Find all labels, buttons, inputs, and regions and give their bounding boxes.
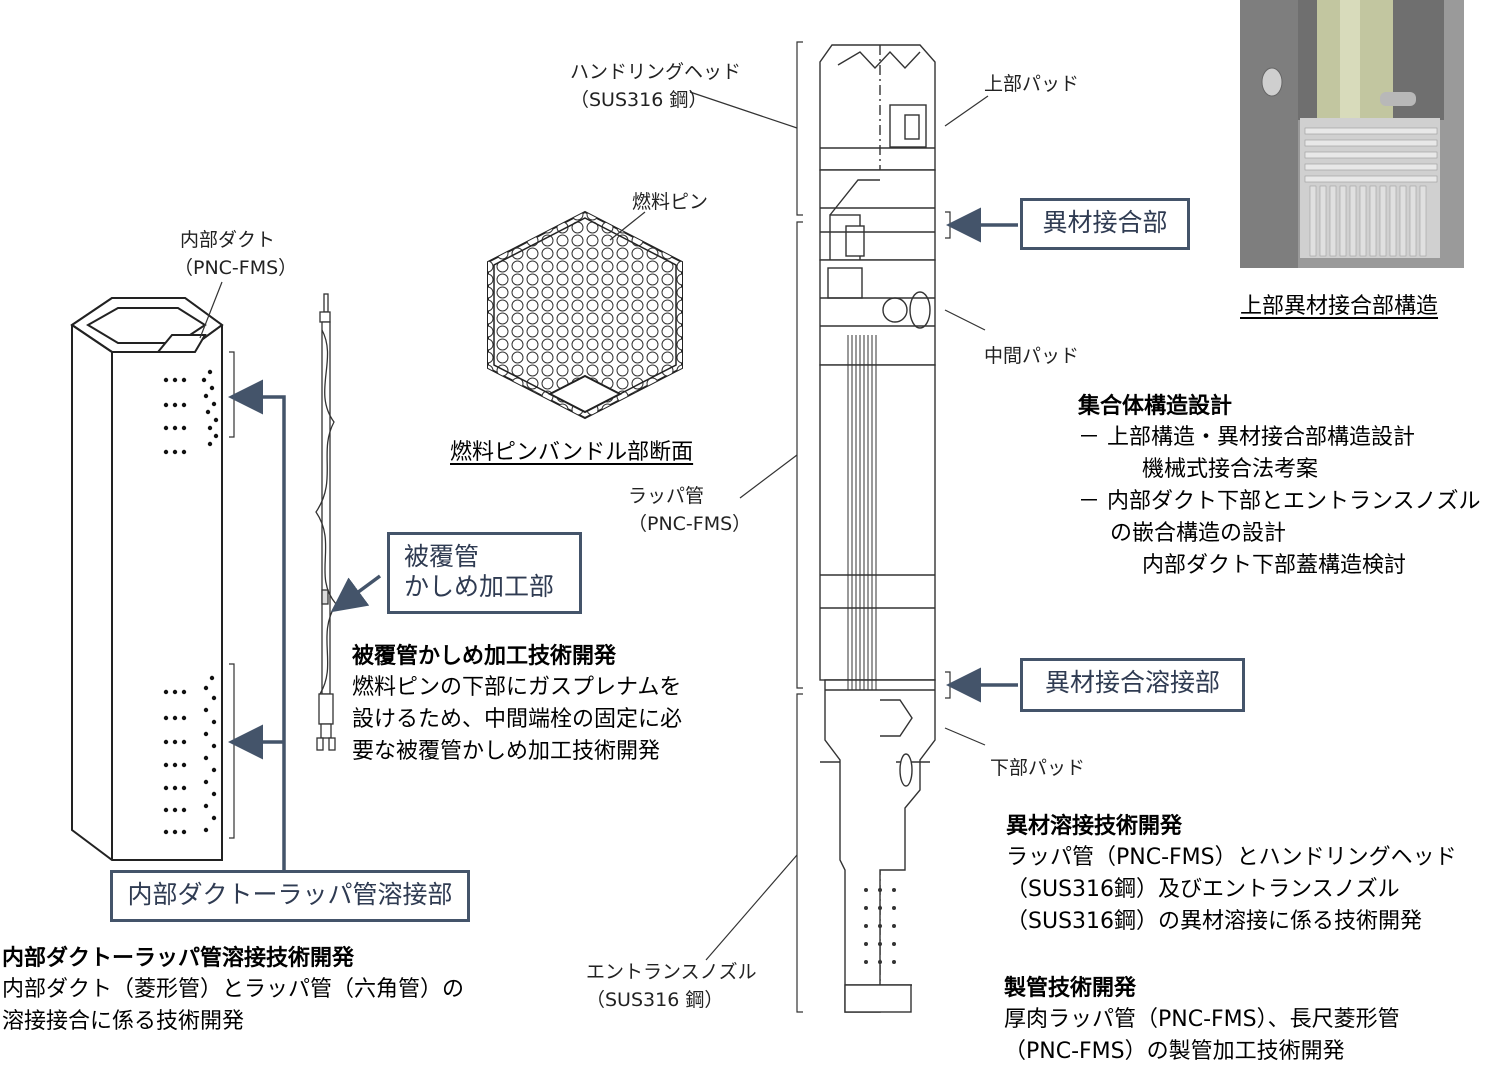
cladding-section: 被覆管かしめ加工技術開発 燃料ピンの下部にガスプレナムを 設けるため、中間端栓の… bbox=[352, 642, 682, 768]
dissimilar-section-title: 異材溶接技術開発 bbox=[1006, 814, 1183, 839]
hex-tube-weld-holes bbox=[163, 369, 219, 835]
hex-wrapper-tube-illustration bbox=[70, 297, 224, 861]
assembly-long-section bbox=[819, 44, 936, 1013]
dissimilar-joint-box: 異材接合部 bbox=[1020, 198, 1190, 250]
nozzle-holes bbox=[864, 888, 896, 964]
cladding-box-line2: かしめ加工部 bbox=[404, 572, 555, 601]
cladding-section-title: 被覆管かしめ加工技術開発 bbox=[352, 644, 617, 669]
assembly-line-1: － 上部構造・異材接合部構造設計 bbox=[1078, 425, 1415, 450]
inner-duct-material-label: （PNC-FMS） bbox=[174, 257, 298, 279]
cladding-line-1: 燃料ピンの下部にガスプレナムを bbox=[352, 675, 682, 700]
cladding-line-2: 設けるため、中間端栓の固定に必 bbox=[352, 707, 683, 732]
wrapper-tube-material-label: （PNC-FMS） bbox=[628, 513, 752, 535]
tube-line-1: 厚肉ラッパ管（PNC-FMS）、長尺菱形管 bbox=[1004, 1007, 1400, 1032]
cladding-arrow bbox=[330, 574, 382, 613]
dissimilar-line-1: ラッパ管（PNC-FMS）とハンドリングヘッド bbox=[1006, 845, 1457, 870]
tube-making-section: 製管技術開発 厚肉ラッパ管（PNC-FMS）、長尺菱形管 （PNC-FMS）の製… bbox=[1004, 974, 1400, 1068]
fuel-pin-leader bbox=[609, 211, 646, 241]
wrapper-tube-label: ラッパ管 bbox=[628, 485, 705, 507]
duct-weld-arrows bbox=[228, 379, 286, 878]
cladding-crimp-box: 被覆管 かしめ加工部 bbox=[387, 532, 582, 614]
assembly-line-5: 内部ダクト下部蓋構造検討 bbox=[1142, 553, 1407, 578]
assembly-pin-bundle bbox=[847, 335, 877, 690]
dissimilar-line-2: （SUS316鋼）及びエントランスノズル bbox=[1006, 877, 1400, 902]
lower-pad-label: 下部パッド bbox=[990, 757, 1086, 779]
cladding-box-line1: 被覆管 bbox=[404, 542, 480, 571]
duct-wrapper-weld-box: 内部ダクトーラッパ管溶接部 bbox=[110, 870, 470, 922]
fuel-pin-illustration bbox=[315, 293, 337, 751]
dissimilar-line-3: （SUS316鋼）の異材溶接に係る技術開発 bbox=[1006, 909, 1423, 934]
pin-bundle-cross-section bbox=[487, 210, 683, 420]
dissimilar-weld-box: 異材接合溶接部 bbox=[1020, 658, 1245, 712]
dissimilar-weld-section: 異材溶接技術開発 ラッパ管（PNC-FMS）とハンドリングヘッド （SUS316… bbox=[1006, 812, 1457, 938]
middle-pad-label: 中間パッド bbox=[984, 345, 1080, 367]
bottom-weld-bracket bbox=[229, 663, 235, 839]
assembly-design-section: 集合体構造設計 － 上部構造・異材接合部構造設計 機械式接合法考案 － 内部ダク… bbox=[1078, 392, 1481, 582]
tube-section-title: 製管技術開発 bbox=[1004, 976, 1137, 1001]
assembly-section-title: 集合体構造設計 bbox=[1078, 394, 1233, 419]
inner-duct-leader bbox=[199, 281, 223, 339]
upper-pad-label: 上部パッド bbox=[984, 73, 1080, 95]
assembly-line-3: － 内部ダクト下部とエントランスノズル bbox=[1078, 489, 1481, 514]
assembly-line-2: 機械式接合法考案 bbox=[1142, 457, 1319, 482]
inner-duct-label: 内部ダクト bbox=[180, 229, 276, 251]
cladding-line-3: 要な被覆管かしめ加工技術開発 bbox=[352, 739, 661, 764]
assembly-line-4: の嵌合構造の設計 bbox=[1110, 521, 1287, 546]
entrance-nozzle-material-label: （SUS316 鋼） bbox=[586, 989, 724, 1011]
label-leaders bbox=[689, 91, 989, 961]
entrance-nozzle-label: エントランスノズル bbox=[586, 961, 757, 983]
top-weld-bracket bbox=[229, 351, 235, 438]
duct-weld-line-1: 内部ダクト（菱形管）とラッパ管（六角管）の bbox=[2, 977, 465, 1002]
upper-structure-render bbox=[1240, 0, 1464, 268]
tube-line-2: （PNC-FMS）の製管加工技術開発 bbox=[1004, 1039, 1345, 1064]
assembly-arrows bbox=[946, 207, 1018, 703]
duct-weld-section: 内部ダクトーラッパ管溶接技術開発 内部ダクト（菱形管）とラッパ管（六角管）の 溶… bbox=[2, 944, 464, 1038]
handling-head-label: ハンドリングヘッド bbox=[570, 61, 742, 83]
upper-structure-caption: 上部異材接合部構造 bbox=[1240, 294, 1439, 319]
duct-weld-line-2: 溶接接合に係る技術開発 bbox=[2, 1009, 245, 1034]
bundle-section-caption: 燃料ピンバンドル部断面 bbox=[450, 440, 694, 465]
duct-weld-section-title: 内部ダクトーラッパ管溶接技術開発 bbox=[2, 946, 355, 971]
handling-head-material-label: （SUS316 鋼） bbox=[570, 89, 708, 111]
fuel-pin-label: 燃料ピン bbox=[632, 191, 709, 213]
